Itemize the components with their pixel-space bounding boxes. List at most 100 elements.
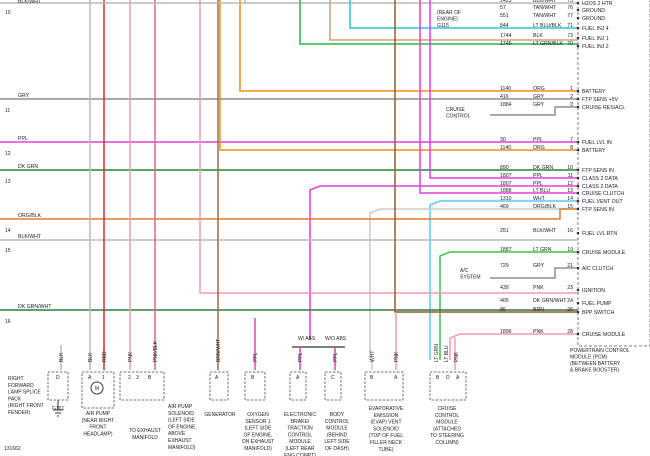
pin-function: IGNITION <box>582 288 605 294</box>
left-wire-label: ORG/BLK <box>18 213 42 219</box>
ground-symbol <box>53 400 63 417</box>
pin-number: 16 <box>567 228 573 234</box>
wo-abs-label: W/O ABS <box>325 336 347 342</box>
circuit-number: 30 <box>500 137 506 143</box>
component-label-evap: EVAPORATIVE <box>369 406 404 412</box>
wire-class2-2 <box>309 185 578 340</box>
pin-dot <box>576 176 580 180</box>
pin-dot <box>576 184 580 188</box>
circuit-number: 551 <box>500 13 509 19</box>
cruise-control-label: CRUISE <box>446 107 466 113</box>
pin-function: FUEL PUMP <box>582 301 612 307</box>
component-label-g101: G101 <box>52 406 64 412</box>
wire-color-label: DK GRN <box>533 165 553 171</box>
vertical-wire-label: PNK <box>128 351 134 362</box>
bcm-box <box>324 371 342 401</box>
pcm-label: POWERTRAIN CONTROL <box>570 348 630 354</box>
pin-letter: A <box>394 375 398 381</box>
component-label-air-pump-solenoid: (LEFT SIDE <box>168 418 196 424</box>
row-number: 13 <box>5 179 11 185</box>
wire-color-label: DK GRN/WHT <box>533 298 567 304</box>
pin-dot <box>576 168 580 172</box>
circuit-number: 844 <box>500 23 509 29</box>
circuit-number: 1888 <box>500 188 512 194</box>
component-label-air-pump-solenoid: MANIFOLD) <box>168 445 196 451</box>
pin-letter: A <box>296 375 300 381</box>
pin-number: 24 <box>567 298 573 304</box>
component-label-bcm: (BEHIND <box>327 432 348 438</box>
pin-number: 10 <box>567 165 573 171</box>
pin-function: FUEL LVL IN <box>582 140 612 146</box>
wire-bpp <box>394 0 578 313</box>
pin-number: 21 <box>567 263 573 269</box>
wire-color-label: LT GRN/BLK <box>533 41 563 47</box>
pin-letter: B <box>436 375 440 381</box>
vertical-wire-label: LT GRN <box>434 344 440 362</box>
circuit-number: 1423 <box>500 0 512 4</box>
left-wire-label: PPL <box>18 136 28 142</box>
component-label-air-pump: (NEAR RIGHT <box>82 418 115 424</box>
wire-color-label: ORG/BLK <box>533 204 557 210</box>
wire-color-label: BLK <box>533 33 543 39</box>
component-label-generator: GENERATOR <box>204 412 236 418</box>
pin-number: 70 <box>567 41 573 47</box>
pin-function: FUEL VENT OUT <box>582 199 623 205</box>
figure-id: 131662 <box>4 446 21 452</box>
pin-function: CRUISE MODULE <box>582 250 626 256</box>
circuit-number: 1884 <box>500 102 512 108</box>
wire-color-label: GRY <box>533 102 545 108</box>
wire-color-label: TAN/WHT <box>533 5 557 11</box>
pcm-label: (BETWEEN BATTERY <box>570 361 621 367</box>
pin-function: FUEL INJ 4 <box>582 26 609 32</box>
wire-cruise-res <box>490 106 578 116</box>
component-label-cruise-module: COLUMN) <box>435 440 459 446</box>
pin-number: 76 <box>567 5 573 11</box>
vertical-wire-label: RED <box>102 351 108 362</box>
component-label-splice: RIGHT <box>8 376 24 382</box>
pin-number: 12 <box>567 181 573 187</box>
row-number: 14 <box>5 228 11 234</box>
component-label-air-pump-solenoid: ABOVE <box>168 431 186 437</box>
wire-ground <box>329 0 578 41</box>
pin-function: CRUISE CLUTCH <box>582 191 624 197</box>
left-wire-label: BLK/WHT <box>18 0 42 5</box>
component-label-to-exhaust: MANIFOLD <box>132 435 158 441</box>
pin-number: 15 <box>567 204 573 210</box>
pin-number: 11 <box>568 173 573 179</box>
vertical-wire-label: PPL <box>298 352 304 362</box>
pin-number: 7 <box>570 137 573 143</box>
cruise-module-box <box>429 371 467 401</box>
vertical-wire-label: PNK/BLK <box>153 340 159 362</box>
wire-ignition <box>199 0 578 294</box>
vertical-wire-label: PPL <box>253 352 259 362</box>
pin-dot <box>576 332 580 336</box>
pin-dot <box>576 148 580 152</box>
wire-color-label: GRY <box>533 263 545 269</box>
pin-dot <box>576 231 580 235</box>
pin-number: 73 <box>567 33 573 39</box>
ebtcm-box <box>289 371 307 401</box>
component-label-ebtcm: MODULE <box>289 439 311 445</box>
wire-battery-1 <box>239 0 578 92</box>
component-label-bcm: MODULE <box>326 426 348 432</box>
pin-dot <box>576 1 580 5</box>
wire-cruise-clutch <box>429 200 578 360</box>
ground-note: (REAR OF <box>437 10 461 16</box>
evap-box <box>364 371 404 401</box>
component-label-ebtcm: CONTROL <box>288 432 313 438</box>
component-label-o2-sensor: ON EXHAUST <box>242 439 275 445</box>
wire-color-label: LT BLU/BLK <box>533 23 562 29</box>
pcm-label: MODULE (PCM) <box>570 355 608 361</box>
pin-letter: A <box>215 375 219 381</box>
pin-number: 3 <box>570 102 573 108</box>
motor-letter: M <box>95 386 99 392</box>
pin-letter: 1 <box>102 375 105 381</box>
circuit-number: 1887 <box>500 247 512 253</box>
pin-function: A/C CLUTCH <box>582 266 613 272</box>
circuit-number: 1744 <box>500 33 512 39</box>
component-label-o2-sensor: MANIFOLD) <box>244 446 272 452</box>
pin-letter: D <box>446 375 450 381</box>
component-label-o2-sensor: SENSOR 1 <box>245 419 271 425</box>
row-number: 10 <box>5 10 11 16</box>
component-label-cruise-module: MODULE <box>436 420 458 426</box>
